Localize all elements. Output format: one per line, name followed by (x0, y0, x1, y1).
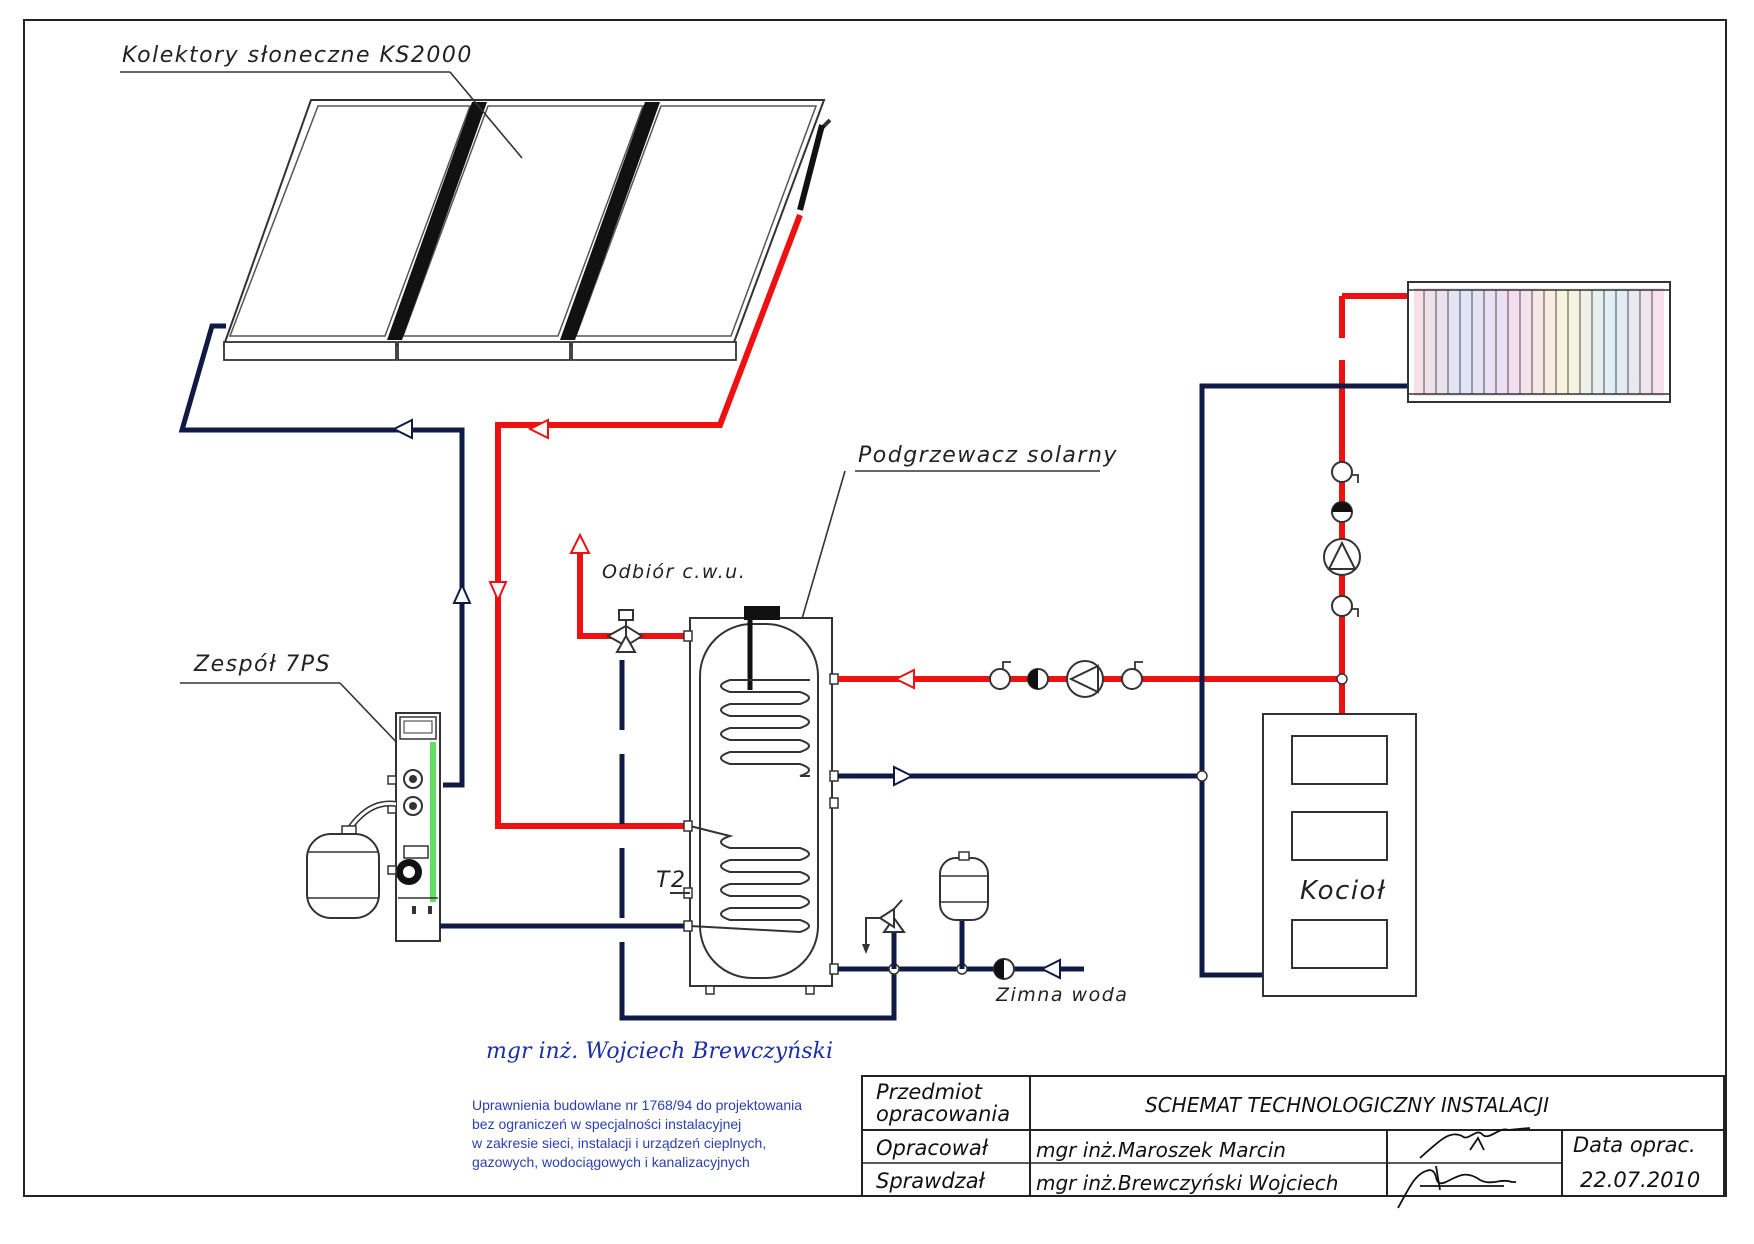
collectors-label: Kolektory słoneczne KS2000 (122, 43, 473, 68)
stamp-name: mgr inż. Wojciech Brewczyński (486, 1039, 833, 1064)
check-valve-icon (1027, 668, 1049, 690)
circulation-pipe (619, 960, 897, 1021)
stamp-line: bez ograniczeń w specjalności instalacyj… (472, 1116, 741, 1132)
pump-icon (1323, 538, 1361, 576)
date-value: 22.07.2010 (1580, 1168, 1700, 1192)
check-valve-icon (993, 958, 1015, 980)
solar-return-pipe (178, 323, 465, 788)
date-label: Data oprac. (1573, 1133, 1696, 1157)
check-valve-icon (1331, 501, 1353, 523)
radiator (1407, 281, 1671, 403)
mixing-valve-icon (605, 609, 644, 653)
solar-supply-pipe (495, 213, 803, 829)
solar-collectors (222, 99, 832, 361)
checked-by: mgr inż.Brewczyński Wojciech (1036, 1171, 1338, 1195)
dhw-outlet-pipe (577, 548, 690, 639)
boiler-label: Kocioł (1300, 876, 1386, 906)
signature-icon (1397, 1127, 1531, 1209)
subject-label: Przedmiot (876, 1080, 983, 1104)
prepared-label: Opracował (876, 1136, 989, 1160)
safety-valve-icon (862, 899, 906, 954)
checked-label: Sprawdzał (876, 1169, 986, 1193)
cold-water-label: Zimna woda (995, 984, 1128, 1006)
stamp-line: w zakresie sieci, instalacji i urządzeń … (471, 1135, 766, 1151)
valve-icon (1121, 661, 1143, 690)
pump-icon (1066, 660, 1104, 698)
stamp-line: Uprawnienia budowlane nr 1768/94 do proj… (472, 1097, 802, 1113)
valve-icon (1331, 595, 1359, 617)
valve-icon (989, 661, 1011, 690)
expansion-vessel-solar (306, 800, 397, 919)
title-block (861, 1075, 1725, 1197)
expansion-vessel-dhw (939, 851, 989, 921)
subject-label-2: opracowania (876, 1102, 1010, 1126)
solar-heater-tank (670, 606, 839, 995)
prepared-by: mgr inż.Maroszek Marcin (1036, 1138, 1286, 1162)
valve-icon (1331, 461, 1359, 483)
stamp-line: gazowych, wodociągowych i kanalizacyjnyc… (472, 1154, 750, 1170)
sensor-label: T2 (656, 868, 686, 893)
dhw-outlet-label: Odbiór c.w.u. (602, 561, 746, 583)
boiler (1262, 713, 1417, 997)
dhw-outlet-arrow (569, 532, 591, 554)
pump-group-7ps (387, 712, 441, 942)
radiator-return-pipe (1199, 383, 1408, 978)
pump-group-label: Zespół 7PS (193, 652, 331, 677)
heater-label: Podgrzewacz solarny (858, 443, 1118, 468)
subject-title: SCHEMAT TECHNOLOGICZNY INSTALACJI (1145, 1093, 1549, 1117)
